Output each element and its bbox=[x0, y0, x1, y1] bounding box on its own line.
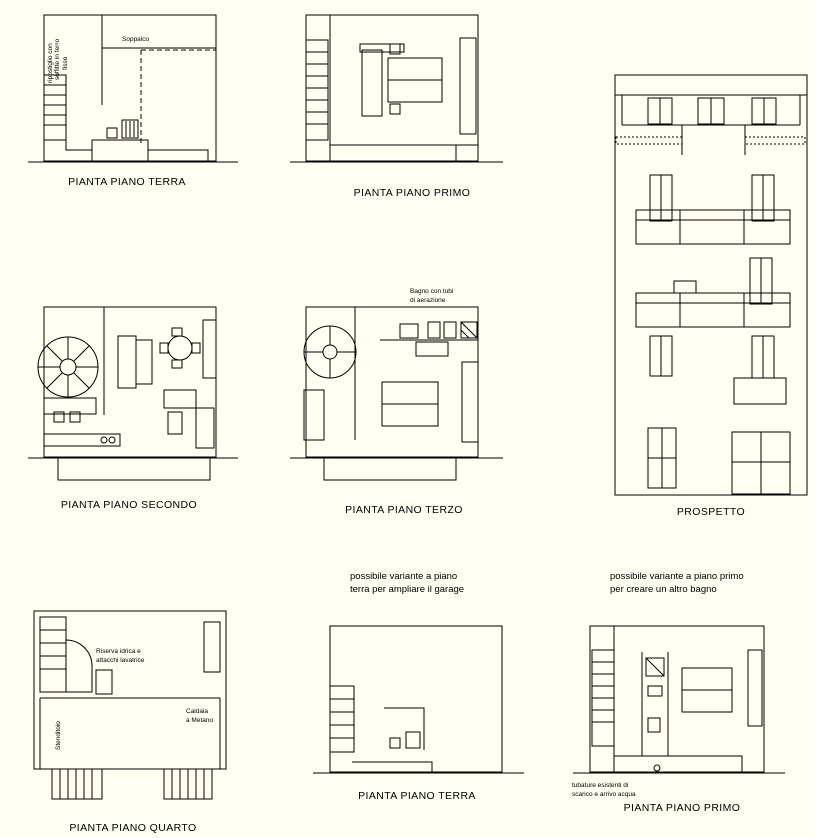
title-third-floor: PIANTA PIANO TERZO bbox=[345, 504, 463, 516]
plan-first-floor: PIANTA PIANO PRIMO bbox=[290, 14, 503, 199]
note-bagno-2: di aerazione bbox=[410, 297, 446, 304]
note-riserva-1: Riserva idrica e bbox=[96, 648, 141, 655]
plan-fourth-floor: Riserva idrica e attacchi lavatrice Cald… bbox=[33, 610, 227, 834]
note-variant-first-2: per creare un altro bagno bbox=[610, 584, 717, 595]
title-ground-floor: PIANTA PIANO TERRA bbox=[68, 176, 186, 188]
plan-variant-ground-floor: possibile variante a piano terra per amp… bbox=[313, 571, 524, 802]
title-second-floor: PIANTA PIANO SECONDO bbox=[61, 499, 197, 511]
plan-variant-first-floor: possibile variante a piano primo per cre… bbox=[572, 571, 785, 814]
note-caldaia-1: Caldaia bbox=[186, 708, 208, 715]
note-caldaia-2: a Metano bbox=[186, 717, 213, 724]
note-ripostiglio-3: fisso bbox=[62, 56, 69, 70]
plan-third-floor: Bagno con tubi di aerazione PIANTA PIANO… bbox=[290, 288, 503, 516]
title-variant-ground-floor: PIANTA PIANO TERRA bbox=[358, 790, 476, 802]
note-ripostiglio-1: ripostiglio con bbox=[47, 43, 54, 83]
title-variant-first-floor: PIANTA PIANO PRIMO bbox=[624, 802, 741, 814]
note-variant-ground-1: possibile variante a piano bbox=[350, 571, 457, 582]
note-tubi-1: tubature esistenti di bbox=[572, 782, 628, 789]
plan-second-floor: PIANTA PIANO SECONDO bbox=[28, 306, 238, 511]
note-variant-ground-2: terra per ampliare il garage bbox=[350, 584, 464, 595]
note-riserva-2: attacchi lavatrice bbox=[96, 657, 145, 664]
elevation-facade: PROSPETTO bbox=[614, 74, 808, 518]
note-bagno-1: Bagno con tubi bbox=[410, 288, 453, 295]
note-stenditoio: Stenditoio bbox=[55, 721, 62, 750]
title-first-floor: PIANTA PIANO PRIMO bbox=[354, 187, 471, 199]
plan-ground-floor: Soppalco ripostiglio con soffitte in fer… bbox=[28, 14, 238, 188]
title-fourth-floor: PIANTA PIANO QUARTO bbox=[69, 822, 196, 834]
note-soppalco: Soppalco bbox=[122, 36, 149, 43]
note-tubi-2: scarico e arrivo acqua bbox=[572, 791, 636, 798]
title-elevation: PROSPETTO bbox=[677, 506, 745, 518]
note-ripostiglio-2: soffitte in ferro bbox=[54, 39, 61, 80]
note-variant-first-1: possibile variante a piano primo bbox=[610, 571, 744, 582]
